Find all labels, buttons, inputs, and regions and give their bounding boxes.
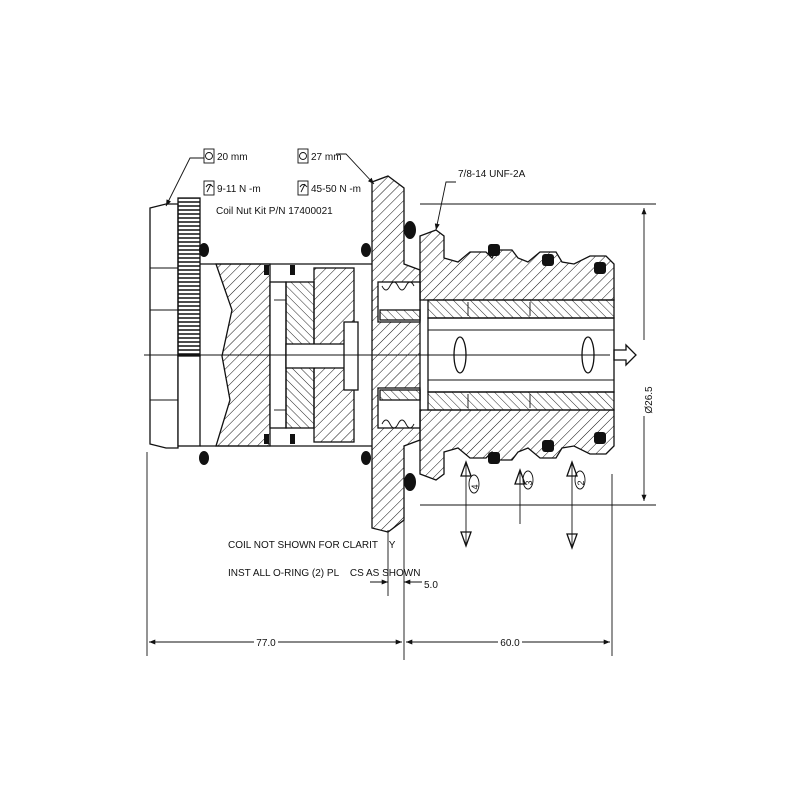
port-2-label: 2 [576,480,586,485]
wrench-size-icon [297,148,309,164]
coil-nut-leader [165,157,204,207]
valve-body-size: 27 mm [311,152,342,163]
torque-icon [203,180,215,196]
valve-body-torque: 45-50 N -m [311,184,361,195]
port-3-label: 3 [524,480,534,485]
right-length-label: 60.0 [500,638,520,649]
diameter-dimension [420,203,656,506]
coil-nut-torque: 9-11 N -m [217,184,261,195]
o-rings [199,221,606,491]
left-length-label: 77.0 [256,638,276,649]
coil-nut-size: 20 mm [217,152,248,163]
small-dimension [370,520,422,660]
port-arrows [460,460,586,550]
wrench-size-icon [203,148,215,164]
thread-spec: 7/8-14 UNF-2A [458,169,526,180]
valve-body-leader [336,153,375,185]
note-o-rings: INST ALL O-RING (2) PL CS AS SHOWN [228,568,420,579]
thread-leader [434,181,456,231]
torque-icon [297,180,309,196]
diameter-label: Ø26.5 [644,386,655,414]
right-length-mask [498,634,522,648]
port-4-label: 4 [470,484,480,489]
valve-body-hex [371,175,421,533]
centerline [144,343,637,367]
coil-nut [149,197,201,449]
note-coil: COIL NOT SHOWN FOR CLARIT Y [228,540,396,551]
coil-nut-kit: Coil Nut Kit P/N 17400021 [216,206,333,217]
left-length-mask [254,634,278,648]
small-dim-label: 5.0 [424,580,438,591]
